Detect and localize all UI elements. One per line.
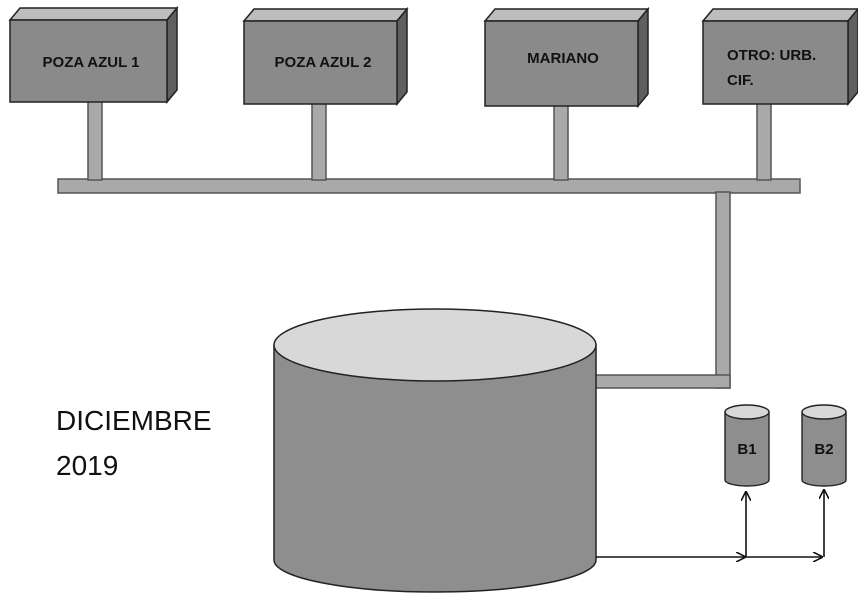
source-pipe-3: [553, 103, 569, 181]
main-reservoir: [273, 308, 597, 593]
source-box-2: [242, 6, 409, 107]
source-pipe-2: [311, 101, 327, 181]
source-box-3: [483, 6, 650, 109]
tank-label-b1: B1: [737, 441, 756, 458]
tank-b2: [801, 404, 847, 487]
source-label-4-line2: CIF.: [727, 72, 754, 89]
source-box-1: [8, 5, 179, 105]
source-box-4: [701, 7, 858, 107]
source-label-1: POZA AZUL 1: [43, 54, 140, 71]
source-label-3: MARIANO: [527, 50, 599, 67]
main-header-pipe: [57, 178, 801, 194]
feed-pipe-vertical: [715, 191, 731, 389]
source-label-4-line1: OTRO: URB.: [727, 47, 816, 64]
tank-b1: [724, 404, 770, 487]
source-pipe-1: [87, 99, 103, 181]
distribution-arrows: [596, 491, 824, 557]
source-pipe-4: [756, 102, 772, 181]
date-label-year: 2019: [56, 450, 118, 481]
date-label-month: DICIEMBRE: [56, 405, 212, 436]
source-label-2: POZA AZUL 2: [275, 54, 372, 71]
tank-label-b2: B2: [814, 441, 833, 458]
feed-pipe-horizontal: [594, 374, 731, 389]
